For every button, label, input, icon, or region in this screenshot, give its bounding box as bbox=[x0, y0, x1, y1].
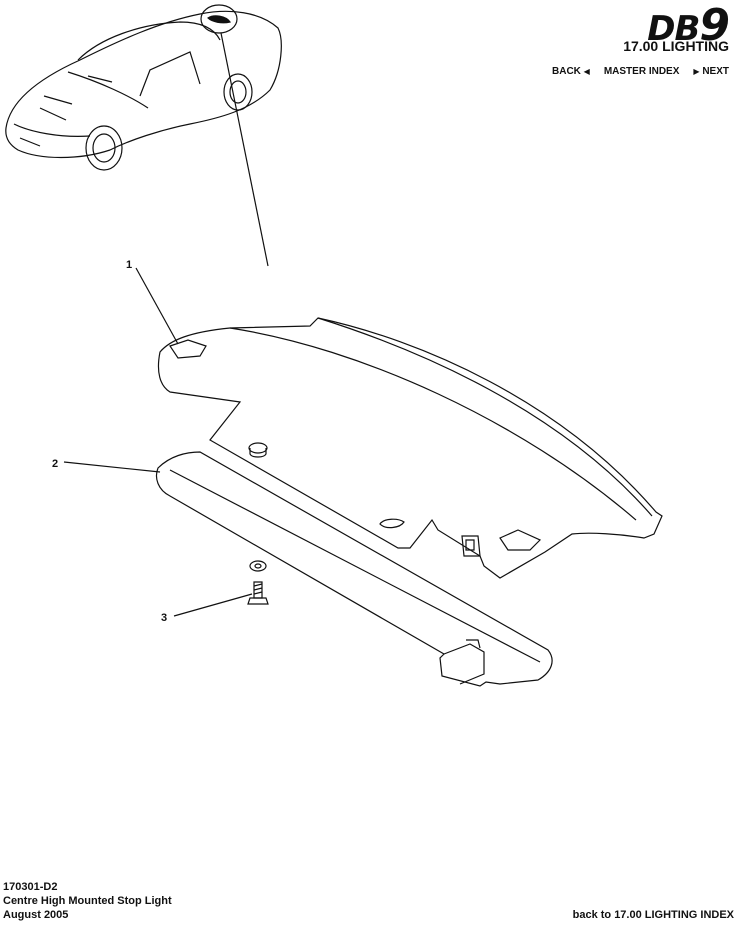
section-title: 17.00 LIGHTING bbox=[623, 38, 729, 54]
logo-number: 9 bbox=[699, 0, 730, 51]
car-illustration bbox=[5, 4, 282, 171]
back-to-index-link[interactable]: back to 17.00 LIGHTING INDEX bbox=[572, 909, 734, 921]
back-arrow-icon: ◀ bbox=[583, 67, 590, 76]
callout-2-label: 2 bbox=[52, 458, 58, 470]
callout-1-label: 1 bbox=[126, 259, 132, 271]
part-2-light-bar bbox=[155, 451, 553, 687]
logo-text: DB bbox=[647, 9, 700, 49]
callout-3-label: 3 bbox=[161, 612, 167, 624]
next-arrow-icon: ▶ bbox=[693, 67, 700, 76]
callout-3-leader bbox=[173, 593, 253, 617]
back-link[interactable]: BACK ◀ bbox=[552, 66, 590, 77]
car-leader-line bbox=[220, 32, 269, 267]
diagram-date: August 2005 bbox=[3, 909, 69, 921]
diagram-code: 170301-D2 bbox=[3, 881, 58, 893]
callout-2-leader bbox=[63, 461, 161, 473]
navigation-bar: BACK ◀ MASTER INDEX ▶ NEXT bbox=[552, 66, 729, 77]
db9-logo: DB9 bbox=[647, 0, 730, 51]
part-1-housing bbox=[157, 317, 663, 579]
part-3-screw bbox=[247, 560, 269, 605]
callout-1-leader bbox=[135, 267, 179, 345]
diagram-title: Centre High Mounted Stop Light bbox=[3, 895, 172, 907]
footer-info: 170301-D2 Centre High Mounted Stop Light… bbox=[3, 880, 172, 922]
next-link[interactable]: ▶ NEXT bbox=[693, 66, 729, 77]
master-index-link[interactable]: MASTER INDEX bbox=[603, 66, 680, 77]
